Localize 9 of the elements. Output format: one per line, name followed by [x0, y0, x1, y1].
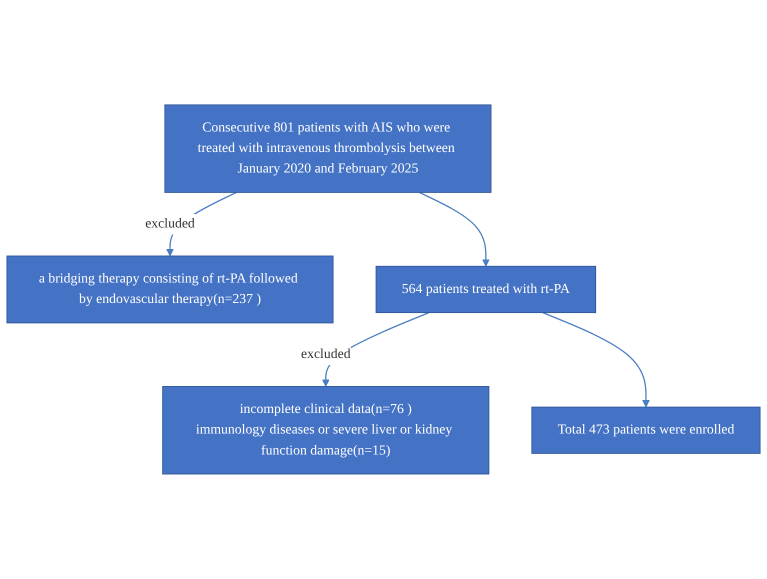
node-box: Consecutive 801 patients with AIS who were treated with intravenous thrombolysis between January 2020 and February 2025 — [164, 104, 492, 193]
node-box: Total 473 patients were enrolled — [531, 406, 761, 454]
node-box: 564 patients treated with rt-PA — [376, 266, 596, 314]
edge-label: excluded — [145, 216, 195, 232]
node-box: incomplete clinical data(n=76 ) immunology diseases or severe liver or kidney function damage(n=15) — [162, 386, 490, 475]
arrow — [419, 192, 490, 267]
node-box: a bridging therapy consisting of rt-PA followed by endovascular therapy(n=237 ) — [6, 256, 334, 324]
edge-label: excluded — [300, 347, 351, 362]
arrow — [542, 312, 650, 408]
